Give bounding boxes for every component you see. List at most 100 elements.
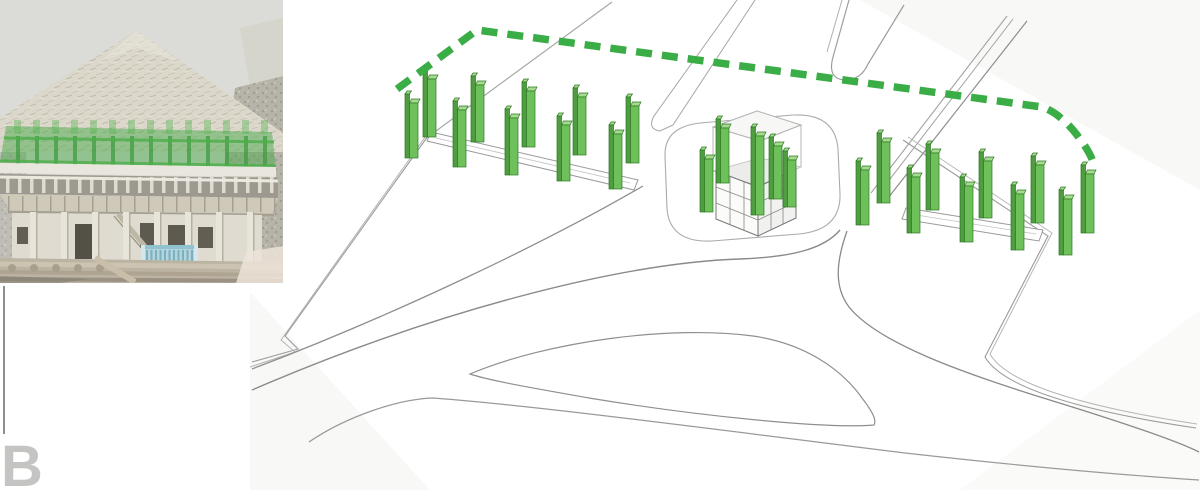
blue-railing-slats bbox=[182, 250, 184, 264]
balusters bbox=[78, 177, 82, 193]
porch-columns bbox=[216, 212, 222, 264]
pillar bbox=[560, 120, 573, 126]
joist-band bbox=[0, 194, 278, 215]
photo-wash-overlay bbox=[0, 0, 283, 283]
pillar bbox=[612, 129, 625, 135]
blue-railing-slats bbox=[155, 250, 157, 264]
planning-boundary-dashed bbox=[394, 26, 1098, 167]
green-thatch-tufts bbox=[204, 120, 211, 134]
blue-railing-slats bbox=[173, 250, 175, 264]
joist-lines bbox=[64, 196, 66, 212]
pillar bbox=[470, 72, 479, 77]
pillar bbox=[556, 112, 565, 117]
log-ends bbox=[52, 264, 60, 272]
pillar bbox=[1063, 198, 1073, 256]
pillar bbox=[754, 131, 767, 137]
shading-top-right bbox=[860, 0, 1200, 190]
channel-island-outline bbox=[468, 331, 876, 427]
pillar bbox=[906, 167, 912, 234]
road-right-sweep bbox=[837, 230, 1200, 453]
joist-lines bbox=[134, 196, 136, 212]
median-strip bbox=[651, 0, 756, 132]
porch-columns bbox=[30, 212, 36, 264]
pillar bbox=[959, 173, 968, 178]
green-thatch-tufts bbox=[109, 120, 116, 134]
pillar bbox=[982, 156, 995, 162]
pillar bbox=[699, 149, 705, 213]
sidewalk-right-outer bbox=[902, 139, 1197, 429]
balusters bbox=[42, 177, 46, 193]
pillar bbox=[1035, 164, 1045, 224]
pillar bbox=[1034, 160, 1047, 166]
pillar bbox=[881, 141, 891, 204]
joist-lines bbox=[106, 196, 108, 212]
sidewalk-left-outer bbox=[251, 128, 434, 363]
porch-column-shadows bbox=[191, 212, 193, 264]
porch-columns bbox=[185, 212, 191, 264]
balusters bbox=[222, 177, 226, 193]
blue-railing-slats bbox=[159, 250, 162, 264]
pillar bbox=[876, 132, 882, 204]
pillar bbox=[787, 159, 797, 208]
green-thatch-tufts bbox=[261, 120, 268, 134]
porch-column-shadows bbox=[253, 212, 255, 264]
green-thatch-tufts bbox=[128, 120, 135, 134]
shading-bottom-left bbox=[250, 292, 430, 490]
balusters bbox=[18, 177, 22, 193]
pillar bbox=[521, 81, 527, 148]
pillar bbox=[782, 147, 791, 152]
pillar bbox=[880, 137, 893, 143]
pillar bbox=[978, 148, 987, 153]
platform-shadow bbox=[0, 276, 90, 283]
green-thatch-tufts bbox=[90, 120, 97, 134]
joist-lines bbox=[92, 196, 94, 212]
porch-column-shadows bbox=[222, 212, 224, 264]
green-posts bbox=[92, 136, 96, 168]
pillar bbox=[925, 140, 934, 145]
joist-lines bbox=[162, 196, 164, 212]
green-beam-top bbox=[3, 136, 275, 144]
pillar bbox=[577, 96, 587, 156]
porch-columns bbox=[123, 212, 129, 264]
pillar bbox=[978, 151, 984, 219]
log-ends bbox=[74, 264, 82, 272]
pillar bbox=[1085, 173, 1095, 234]
pillar bbox=[855, 157, 864, 162]
pillar bbox=[625, 93, 634, 98]
pillar bbox=[452, 100, 458, 168]
porch-column-shadows bbox=[129, 212, 131, 264]
pillar bbox=[556, 115, 562, 182]
platform-log-1 bbox=[0, 261, 283, 270]
sidewalk-right-inner bbox=[907, 136, 1198, 425]
pillar bbox=[1010, 184, 1016, 251]
porch-column-shadows bbox=[36, 212, 38, 264]
green-thatch-tufts bbox=[166, 120, 173, 134]
pillar bbox=[576, 92, 589, 98]
pillar bbox=[404, 90, 413, 95]
pillar bbox=[911, 176, 921, 234]
pillar bbox=[703, 154, 716, 160]
pillar bbox=[504, 105, 513, 110]
pillar bbox=[572, 84, 581, 89]
balusters bbox=[138, 177, 142, 193]
pillar bbox=[613, 133, 623, 190]
pillar bbox=[1084, 169, 1097, 175]
pillar bbox=[1030, 155, 1036, 224]
pillar bbox=[715, 118, 721, 184]
pillar bbox=[1014, 189, 1027, 195]
balusters bbox=[270, 177, 274, 193]
balusters bbox=[114, 177, 118, 193]
sidewalk-left-inner bbox=[249, 132, 429, 368]
green-posts bbox=[187, 136, 191, 168]
joist-lines bbox=[190, 196, 192, 212]
pillar bbox=[608, 121, 617, 126]
green-thatch-tufts bbox=[223, 120, 230, 134]
blue-railing-slats bbox=[146, 250, 148, 264]
green-thatch-tufts bbox=[185, 120, 192, 134]
balusters bbox=[66, 177, 70, 193]
blue-railing-top bbox=[141, 245, 198, 249]
pillar bbox=[860, 169, 870, 226]
balusters bbox=[186, 177, 190, 193]
pillar bbox=[408, 98, 421, 104]
